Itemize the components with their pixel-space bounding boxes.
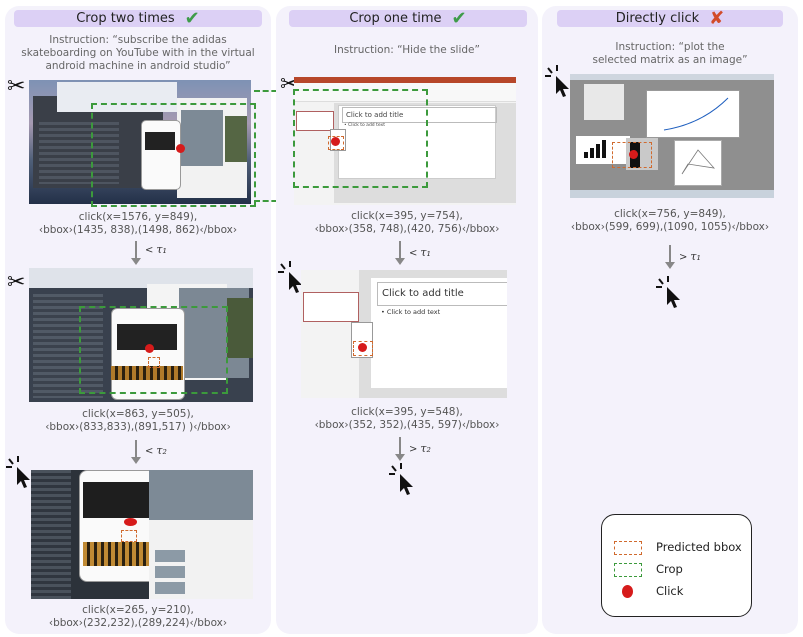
slide-title-placeholder: Click to add title [377,282,507,306]
panel-title-text-3: Directly click [615,11,700,26]
cursor-click-icon [6,456,30,488]
crop-region-3 [293,89,428,188]
caption-line: click(x=756, y=849), [614,208,726,220]
screenshot-powerpoint-2: Click to add title • Click to add text [301,270,507,398]
scissors-icon: ✂ [7,74,26,99]
crop-region-1 [91,103,256,207]
instruction-3: Instruction: “plot the selected matrix a… [546,41,794,67]
panel-title-text-1: Crop two times [76,11,175,26]
caption-1a: click(x=1576, y=849), ‹bbox›(1435, 838),… [8,211,268,237]
panel-title-text-2: Crop one time [349,11,442,26]
check-icon: ✔ [184,8,200,29]
comparator: > [679,252,688,263]
tau: τ₂ [420,442,431,455]
comparator: < [145,446,154,457]
caption-line: ‹bbox›(833,833),(891,517) )‹/bbox› [45,421,231,433]
click-dot-4 [331,137,340,146]
caption-line: click(x=1576, y=849), [78,211,198,223]
arrow-down-5 [665,245,675,269]
check-icon: ✔ [451,8,467,29]
crop-region-2 [79,306,228,394]
predicted-bbox-3 [121,530,137,542]
slide-text-placeholder: • Click to add text [344,123,385,128]
screenshot-matlab [570,74,774,198]
instruction-line: selected matrix as an image” [592,54,748,66]
threshold-label-5: >τ₁ [679,250,701,263]
comparator: < [409,248,418,259]
slide-title-placeholder: Click to add title [342,107,497,123]
cross-icon: ✘ [709,8,725,29]
instruction-line: skateboarding on YouTube with in the vir… [21,47,255,59]
click-swatch [622,585,633,598]
cursor-click-icon [545,65,569,97]
screenshot-desktop-1 [29,80,251,204]
click-dot-2 [145,344,154,353]
crop-swatch [614,563,642,577]
instruction-line: Instruction: “plot the [615,41,725,53]
threshold-label-1: <τ₁ [145,243,167,256]
click-dot-1 [176,144,185,153]
arrow-down-4 [395,437,405,461]
screenshot-youtube [31,470,253,599]
instruction-line: Instruction: “Hide the slide” [334,44,480,56]
legend-label: Click [656,584,684,598]
caption-line: ‹bbox›(599, 699),(1090, 1055)‹/bbox› [570,221,770,233]
comparator: > [409,444,418,455]
tau: τ₁ [690,250,701,263]
arrow-down-3 [395,241,405,265]
caption-1c: click(x=265, y=210), ‹bbox›(232,232),(28… [8,604,268,630]
threshold-label-2: <τ₂ [145,444,167,457]
caption-line: ‹bbox›(352, 352),(435, 597)‹/bbox› [314,419,500,431]
tau: τ₂ [156,444,167,457]
predicted-bbox-swatch [614,541,642,555]
instruction-2: Instruction: “Hide the slide” [280,44,534,57]
caption-line: ‹bbox›(1435, 838),(1498, 862)‹/bbox› [38,224,238,236]
caption-line: ‹bbox›(358, 748),(420, 756)‹/bbox› [314,223,500,235]
legend-label: Predicted bbox [656,540,742,554]
caption-1b: click(x=863, y=505), ‹bbox›(833,833),(89… [8,408,268,434]
panel-title-3: Directly click ✘ [557,8,783,29]
cursor-click-icon [278,261,302,293]
legend: Predicted bbox Crop Click [601,514,752,617]
cursor-click-icon [389,463,413,495]
predicted-bbox-2 [148,357,160,368]
slide-text-placeholder: • Click to add text [381,308,441,316]
cursor-click-icon [656,276,680,308]
arrow-down-1 [131,241,141,265]
arrow-down-2 [131,440,141,464]
tau: τ₁ [156,243,167,256]
caption-line: click(x=395, y=548), [351,406,463,418]
click-dot-6 [629,150,638,159]
instruction-1: Instruction: “subscribe the adidas skate… [8,34,268,73]
comparator: < [145,245,154,256]
caption-line: click(x=863, y=505), [82,408,194,420]
predicted-bbox-5 [353,341,373,356]
scissors-icon: ✂ [7,270,26,295]
click-dot-5 [358,343,367,352]
panel-title-1: Crop two times ✔ [14,8,262,29]
caption-2a: click(x=395, y=754), ‹bbox›(358, 748),(4… [280,210,534,236]
click-dot-3 [124,518,137,526]
threshold-label-3: <τ₁ [409,246,431,259]
predicted-bbox-4 [328,136,344,150]
caption-line: click(x=395, y=754), [351,210,463,222]
panel-title-2: Crop one time ✔ [289,8,527,29]
predicted-bbox-6 [612,142,652,168]
caption-3a: click(x=756, y=849), ‹bbox›(599, 699),(1… [546,208,794,234]
tau: τ₁ [420,246,431,259]
caption-2b: click(x=395, y=548), ‹bbox›(352, 352),(4… [280,406,534,432]
instruction-line: Instruction: “subscribe the adidas [49,34,227,46]
legend-label: Crop [656,562,683,576]
caption-line: ‹bbox›(232,232),(289,224)‹/bbox› [48,617,228,629]
instruction-line: android machine in android studio” [45,60,231,72]
threshold-label-4: >τ₂ [409,442,431,455]
screenshot-desktop-2 [29,268,253,402]
caption-line: click(x=265, y=210), [82,604,194,616]
